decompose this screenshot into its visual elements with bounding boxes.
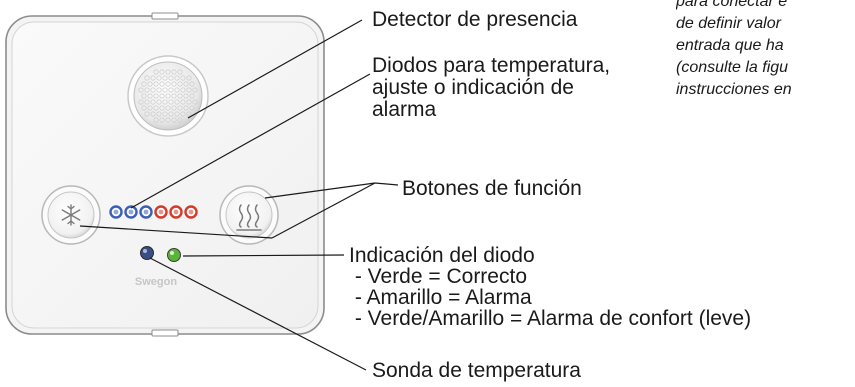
- side-note-line3: entrada que ha: [676, 37, 784, 54]
- leader-diodes: [130, 73, 371, 209]
- cooling-button[interactable]: [41, 185, 101, 245]
- side-note: para conectar e de definir valor entrada…: [676, 0, 855, 111]
- side-note-line5: instrucciones en: [676, 81, 792, 98]
- top-notch: [151, 12, 179, 20]
- side-note-line1: para conectar e: [676, 0, 788, 10]
- leader-buttons-stub: [374, 182, 399, 186]
- leader-diode-indication: [182, 254, 345, 257]
- led-5: [169, 205, 183, 219]
- heating-button[interactable]: [219, 185, 279, 245]
- label-diodes-line3: alarma: [372, 98, 437, 121]
- bottom-notch: [151, 329, 179, 337]
- leader-presence: [187, 19, 363, 119]
- brand-logo: Swegon: [135, 276, 177, 288]
- label-diode-green: - Verde = Correcto: [349, 265, 527, 288]
- side-note-line4: (consulte la figu: [676, 59, 789, 76]
- label-presence-detector: Detector de presencia: [372, 8, 578, 31]
- label-diode-green-yellow: - Verde/Amarillo = Alarma de confort (le…: [349, 307, 752, 330]
- led-2: [124, 205, 138, 219]
- label-diode-yellow: - Amarillo = Alarma: [349, 286, 532, 309]
- led-row: [109, 205, 198, 219]
- snowflake-icon: [61, 204, 81, 226]
- label-diodes-line1: Diodos para temperatura,: [372, 54, 611, 77]
- side-note-line2: de definir valor: [676, 15, 781, 32]
- temperature-probe: [140, 246, 154, 260]
- label-temperature-probe: Sonda de temperatura: [372, 359, 581, 382]
- leader-buttons-left-b: [79, 225, 273, 239]
- status-led: [167, 248, 181, 262]
- label-function-buttons: Botones de función: [402, 177, 582, 200]
- label-diode-indication-title: Indicación del diodo: [349, 244, 535, 267]
- leader-lines: [79, 19, 399, 371]
- led-6: [184, 205, 198, 219]
- leader-temp-probe: [149, 257, 367, 371]
- heat-waves-icon: [236, 204, 262, 231]
- led-1: [109, 205, 123, 219]
- led-3: [139, 205, 153, 219]
- leader-buttons-right: [264, 182, 376, 199]
- presence-detector: [127, 55, 209, 137]
- label-diodes-line2: ajuste o indicación de: [372, 76, 574, 99]
- leader-buttons-left-a: [271, 182, 376, 239]
- led-4: [154, 205, 168, 219]
